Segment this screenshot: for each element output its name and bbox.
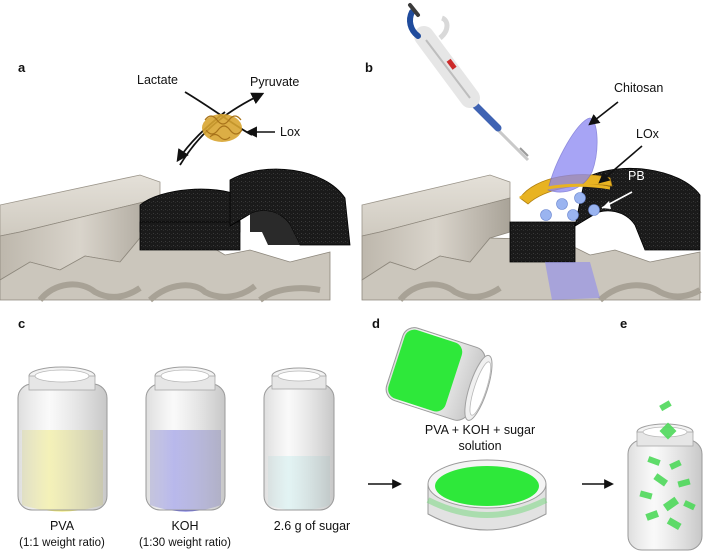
tilted-solution-jar [385,327,493,421]
lox-band [519,183,611,200]
film-piece [647,456,661,466]
panel-b: b [361,3,702,303]
panel-letter-b: b [365,60,373,75]
gray-electrode-substrate-b [361,174,702,303]
solution-label-line1: PVA + KOH + sugar [425,423,535,437]
jar-sugar: 2.6 g of sugar [263,367,350,533]
label-lox: Lox [280,125,301,139]
jar-koh-ratio: (1:30 weight ratio) [139,537,231,549]
panel-letter-a: a [18,60,26,75]
jar-pva-ratio: (1:1 weight ratio) [19,537,105,549]
panel-letter-c: c [18,316,25,331]
jar-pva: PVA (1:1 weight ratio) [17,366,108,549]
jar-with-film-pieces [627,423,703,551]
film-piece [666,517,682,530]
panel-e: e [620,316,703,551]
film-piece [683,500,696,511]
film-piece [639,490,653,500]
chitosan-pointer-arrow [588,101,619,126]
solution-label-line2: solution [458,439,501,453]
membrane-reflection [545,262,600,300]
label-lactate: Lactate [137,73,178,87]
panel-c: c PVA (1:1 weight ratio) KOH (1:30 weigh… [17,316,350,549]
pipette-icon [407,3,530,162]
jar-sugar-label: 2.6 g of sugar [274,519,350,533]
label-pb: PB [628,169,645,183]
petri-dish-liquid [435,466,539,506]
lox-layer [519,174,613,205]
jar-koh: KOH (1:30 weight ratio) [139,366,231,549]
film-piece [653,473,669,487]
pb-beads [540,192,600,221]
carbon-electrode [139,168,351,251]
jar-koh-label: KOH [171,519,198,533]
film-piece [662,496,680,512]
film-piece [659,422,677,440]
film-piece [677,478,691,488]
label-pyruvate: Pyruvate [250,75,299,89]
film-piece [645,510,660,521]
panel-letter-d: d [372,316,380,331]
film-piece [669,459,682,470]
chitosan-layer [547,117,598,193]
tilted-jar-liquid [388,329,463,412]
panel-letter-e: e [620,316,627,331]
film-pieces [639,400,696,530]
petri-dish [426,459,548,531]
panel-a: a Lactate Pyruvate Lox [0,60,351,303]
label-lox-b: LOx [636,127,660,141]
lox-enzyme-icon [202,114,243,142]
film-piece [659,400,672,412]
jar-pva-label: PVA [50,519,75,533]
lox-pointer-arrow-b [598,145,643,184]
gray-electrode-substrate [0,174,331,303]
label-chitosan: Chitosan [614,81,663,95]
panel-d: d PVA + KOH + sugar solution [372,316,548,531]
